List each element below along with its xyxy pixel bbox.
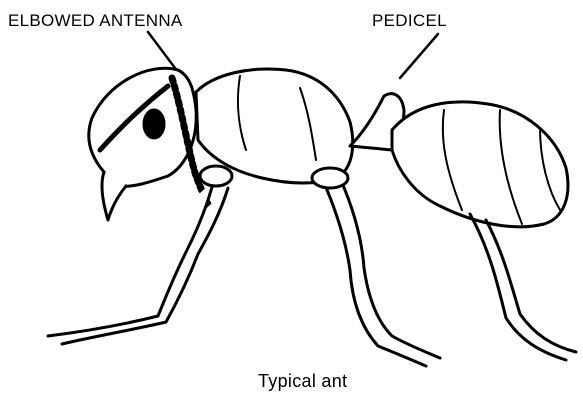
ant-middle-leg bbox=[322, 178, 440, 366]
ant-gaster bbox=[392, 102, 568, 227]
ant-coxa-front bbox=[200, 166, 232, 186]
antenna-leader-line bbox=[148, 32, 178, 72]
ant-eye bbox=[143, 109, 165, 139]
ant-coxa-middle bbox=[312, 168, 348, 188]
ant-front-leg bbox=[48, 180, 228, 344]
ant-hind-leg bbox=[470, 214, 576, 360]
pedicel-leader-line bbox=[400, 34, 438, 78]
